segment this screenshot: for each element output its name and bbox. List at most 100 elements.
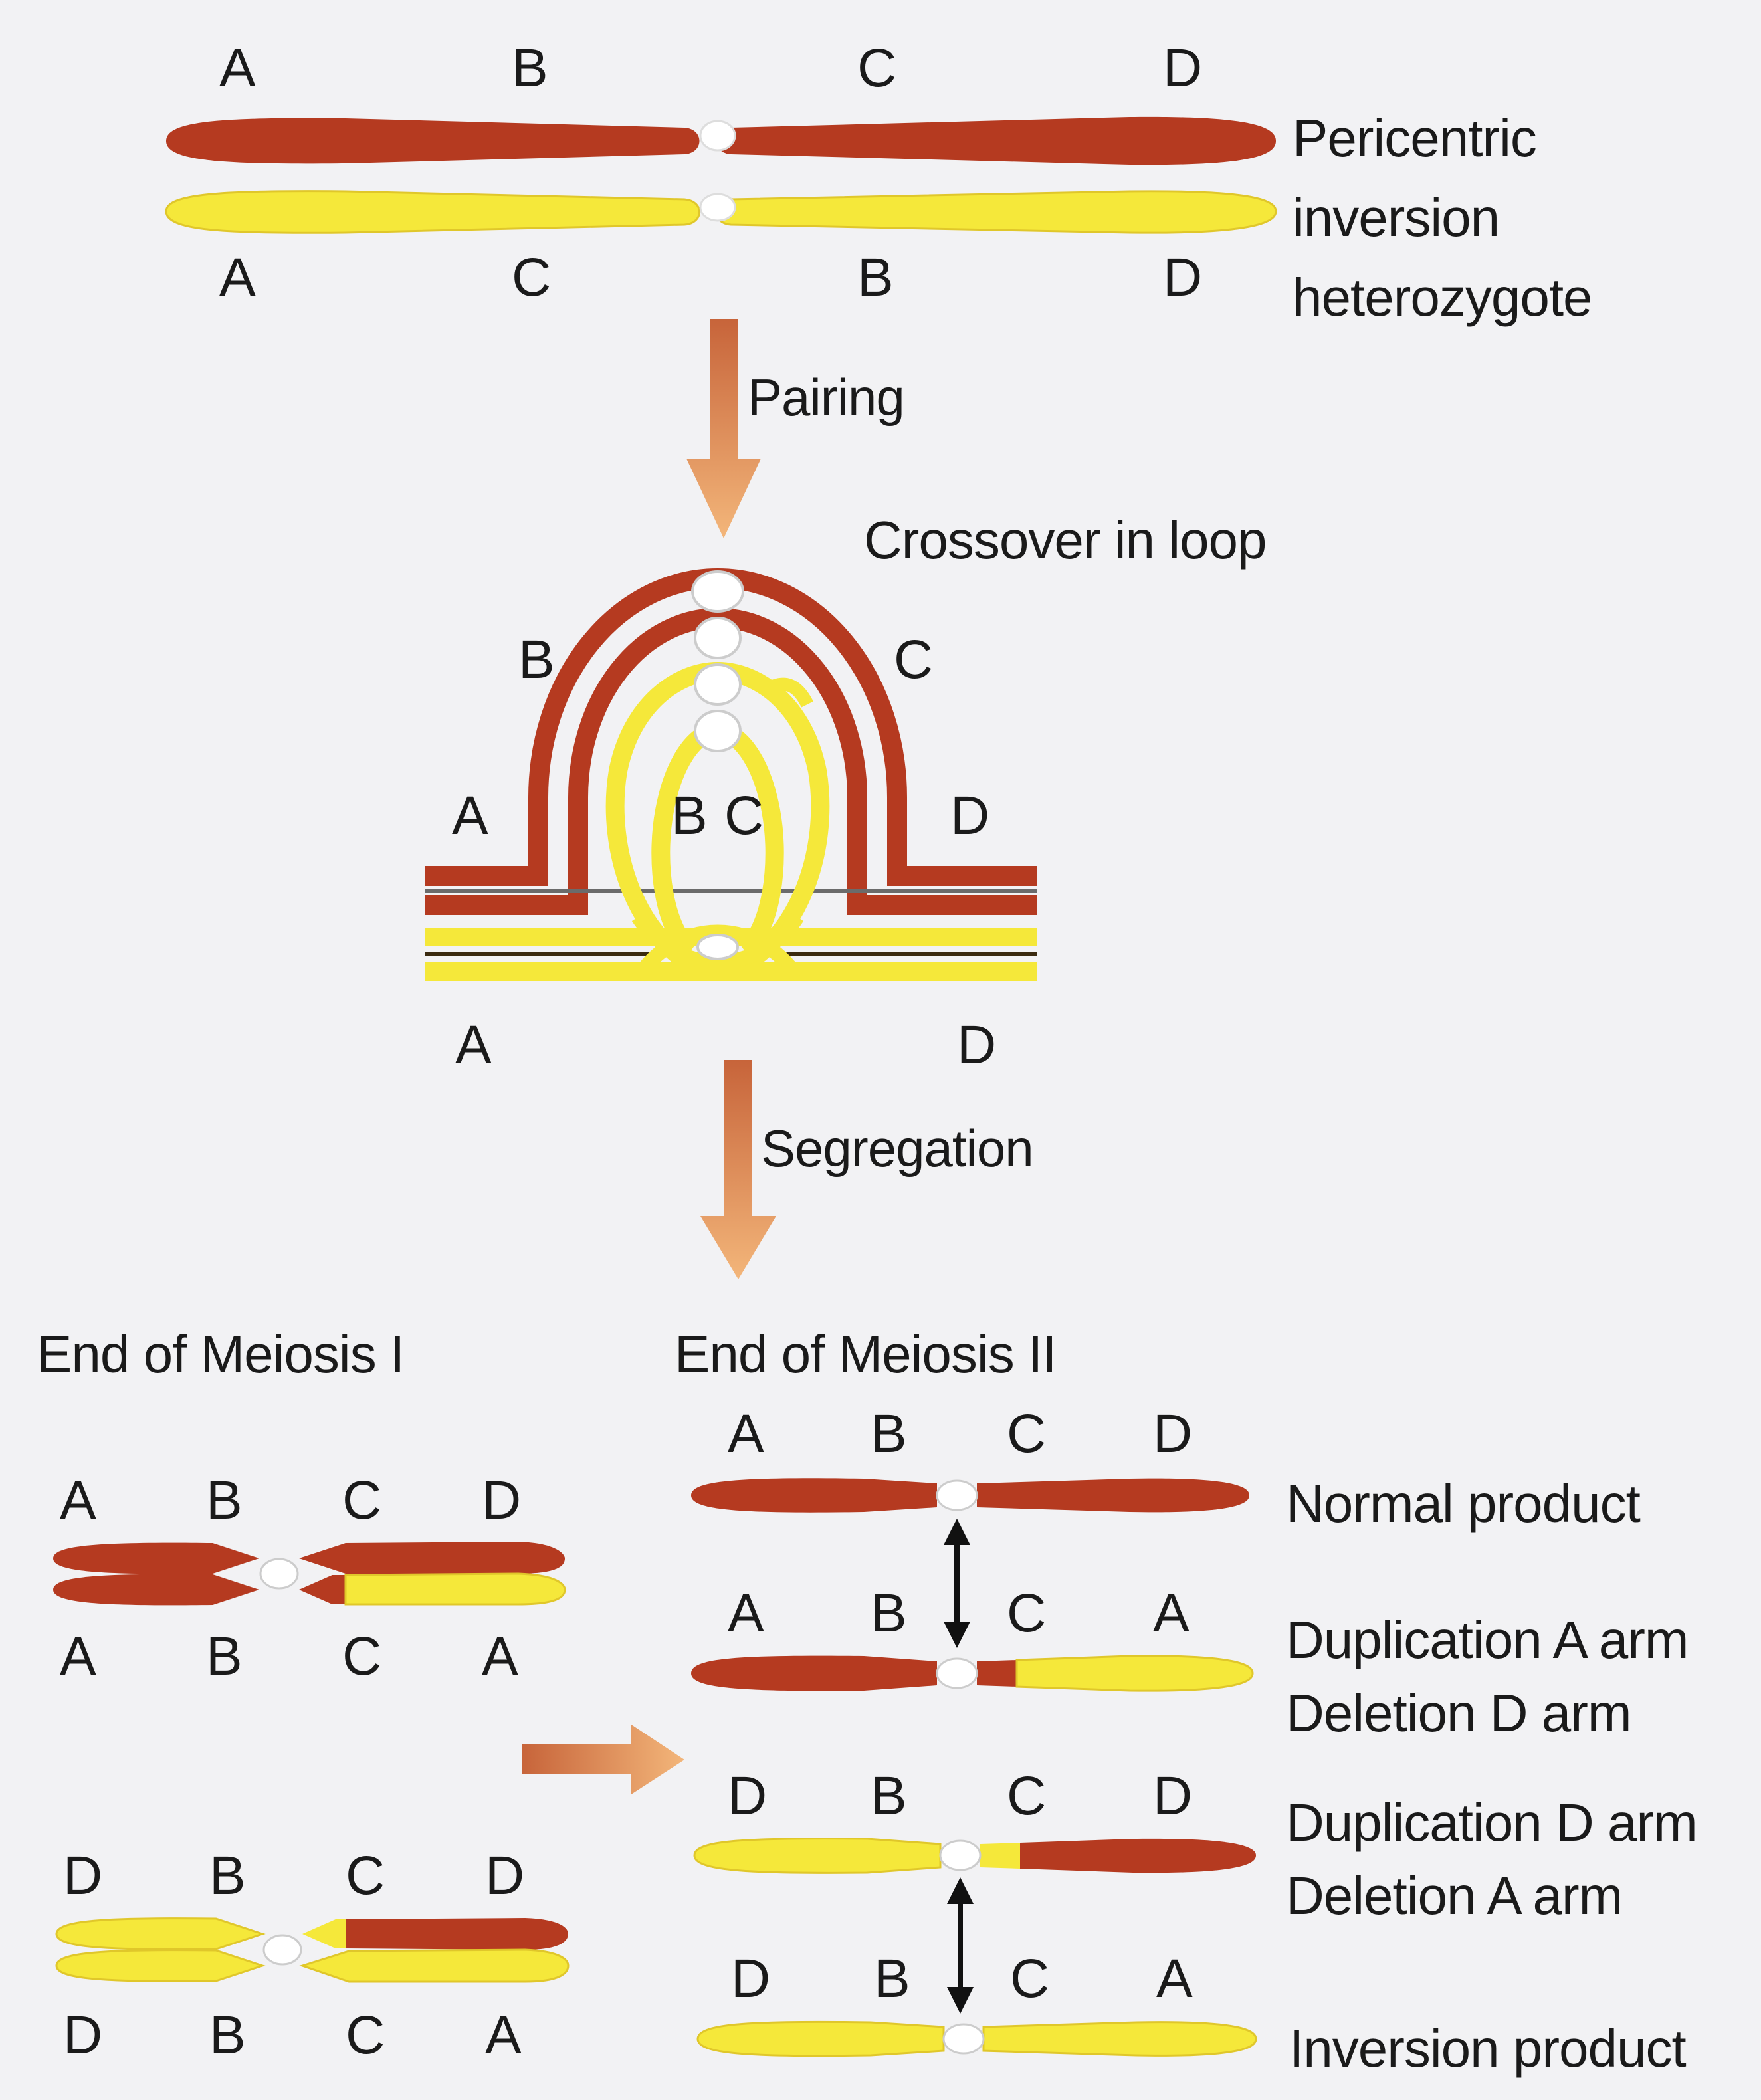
product-normal [691, 1478, 1249, 1512]
product-dup-d [694, 1839, 1256, 1873]
red-chromosome-right [716, 117, 1277, 165]
loop-label-c: C [894, 629, 933, 690]
meiosis1-title: End of Meiosis I [37, 1324, 404, 1384]
red-chromatid [53, 1543, 259, 1574]
red-chromatid-right [346, 1918, 568, 1950]
loop-label-d: D [950, 786, 989, 846]
loop-label-b: B [518, 629, 555, 690]
red-chromatid [691, 1478, 937, 1512]
gene-label: D [485, 1845, 524, 1906]
gene-label: B [871, 1766, 907, 1826]
meiosis1-pair2 [56, 1918, 568, 1982]
meiosis-transition-arrow [522, 1725, 684, 1794]
gene-label: A [219, 38, 256, 98]
gene-label: D [731, 1948, 770, 2009]
red-arch-inner [425, 618, 1037, 905]
gene-label: B [209, 1845, 246, 1906]
yellow-chromatid [694, 1839, 940, 1873]
loop-label-inner-c: C [724, 786, 764, 846]
gene-label: B [857, 247, 894, 308]
red-chromatid-right [299, 1542, 565, 1574]
centromere [695, 618, 740, 658]
yellow-chromatid-right [302, 1919, 346, 1948]
centromere [937, 1659, 977, 1688]
centromere [698, 935, 738, 959]
gene-label: A [485, 2005, 522, 2065]
red-chromatid [691, 1656, 937, 1691]
gene-label: B [871, 1583, 907, 1643]
yellow-chromosome [166, 191, 700, 233]
meiosis2-title: End of Meiosis II [674, 1324, 1056, 1384]
loop-label-a: A [452, 786, 488, 846]
gene-label: D [1153, 1766, 1192, 1826]
gene-label: B [209, 2005, 246, 2065]
red-chromosome [166, 118, 700, 164]
product-caption: Duplication A arm [1286, 1610, 1689, 1669]
meiosis1-pair1 [53, 1542, 565, 1605]
gene-label: A [728, 1404, 764, 1464]
gene-label: D [482, 1470, 521, 1530]
centromere [260, 1559, 298, 1588]
centromere [695, 711, 740, 751]
gene-label: B [206, 1626, 243, 1687]
yellow-chromosome-right [716, 191, 1277, 233]
red-chromatid [53, 1574, 259, 1606]
product-caption: Normal product [1286, 1474, 1641, 1533]
gene-label: D [63, 2005, 102, 2065]
crossover-loop [425, 572, 1037, 977]
gene-label: A [60, 1470, 96, 1530]
gene-label: D [1163, 247, 1202, 308]
gene-label: A [219, 247, 256, 308]
gene-label: B [206, 1470, 243, 1530]
loop-title: Crossover in loop [864, 510, 1267, 570]
loop-label-bottom-a: A [455, 1015, 492, 1075]
gene-label: C [1007, 1404, 1046, 1464]
yellow-chromatid [698, 2022, 944, 2055]
centromere [700, 194, 735, 221]
gene-label: B [512, 38, 548, 98]
gene-label: A [728, 1583, 764, 1643]
gene-label: B [871, 1404, 907, 1464]
gene-label: D [1153, 1404, 1192, 1464]
yellow-chromatid-right [980, 1843, 1020, 1869]
product-inversion [698, 2022, 1256, 2055]
gene-label: A [1156, 1948, 1193, 2009]
gene-label: C [346, 1845, 385, 1906]
product-dup-a [691, 1656, 1253, 1691]
centromere [700, 121, 735, 150]
loop-label-inner-b: B [671, 786, 708, 846]
gene-label: A [60, 1626, 96, 1687]
centromere [944, 2024, 984, 2053]
yellow-chromatid-right [1017, 1656, 1253, 1691]
gene-label: D [63, 1845, 102, 1906]
gene-label: C [1007, 1583, 1046, 1643]
gene-label: C [1010, 1948, 1049, 2009]
product-caption: Inversion product [1289, 2019, 1686, 2078]
gene-label: D [728, 1766, 767, 1826]
loop-label-bottom-d: D [957, 1015, 996, 1075]
red-chromatid-right [299, 1575, 346, 1604]
product-caption: Duplication D arm [1286, 1793, 1697, 1852]
sister-link-arrow [944, 1519, 970, 1648]
yellow-chromatid [56, 1919, 262, 1950]
yellow-chromatid-right [302, 1950, 568, 1982]
gene-label: C [857, 38, 896, 98]
gene-label: C [346, 2005, 385, 2065]
yellow-chromatid-right [984, 2022, 1256, 2056]
heterozygote-pair [166, 117, 1276, 233]
centromere [695, 665, 740, 704]
gene-label: A [1153, 1583, 1190, 1643]
gene-label: C [342, 1470, 381, 1530]
centromere [940, 1841, 980, 1870]
gene-label: C [342, 1626, 381, 1687]
gene-label: B [874, 1948, 910, 2009]
red-chromatid-right [977, 1660, 1017, 1687]
gene-label: A [482, 1626, 518, 1687]
centromere [264, 1935, 301, 1964]
red-chromatid-right [977, 1479, 1249, 1513]
pairing-label: Pairing [748, 368, 904, 427]
product-caption: Deletion D arm [1286, 1683, 1631, 1742]
yellow-chromatid [56, 1950, 262, 1982]
centromere [937, 1481, 977, 1510]
